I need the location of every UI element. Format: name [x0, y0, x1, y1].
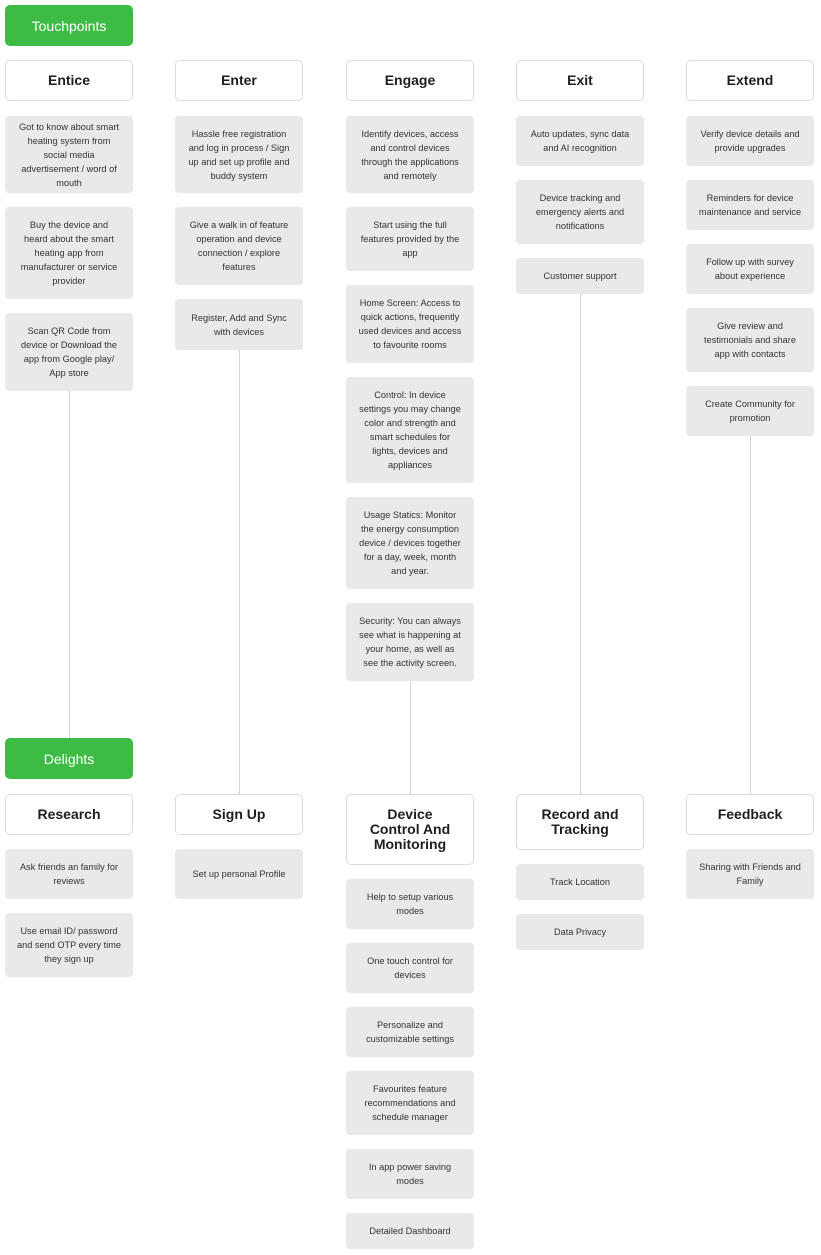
- connector-line-exit: [580, 294, 581, 794]
- touchpoint-card: Device tracking and emergency alerts and…: [516, 180, 644, 244]
- connector-line-engage: [410, 681, 411, 794]
- connector-line-entice: [69, 391, 70, 738]
- delight-header-device-control: Device Control And Monitoring: [346, 794, 474, 865]
- touchpoint-card: Home Screen: Access to quick actions, fr…: [346, 285, 474, 363]
- stage-header-extend: Extend: [686, 60, 814, 101]
- delight-card: Set up personal Profile: [175, 849, 303, 899]
- delight-card: Track Location: [516, 864, 644, 900]
- stage-header-enter: Enter: [175, 60, 303, 101]
- delight-card: Favourites feature recommendations and s…: [346, 1071, 474, 1135]
- touchpoint-card: Usage Statics: Monitor the energy consum…: [346, 497, 474, 589]
- touchpoint-card: Give a walk in of feature operation and …: [175, 207, 303, 285]
- delight-card: Data Privacy: [516, 914, 644, 950]
- touchpoint-card: Auto updates, sync data and AI recogniti…: [516, 116, 644, 166]
- touchpoint-card: Security: You can always see what is hap…: [346, 603, 474, 681]
- delight-header-record-tracking: Record and Tracking: [516, 794, 644, 850]
- stage-header-engage: Engage: [346, 60, 474, 101]
- delight-header-feedback: Feedback: [686, 794, 814, 835]
- touchpoint-card: Hassle free registration and log in proc…: [175, 116, 303, 193]
- delight-card: Ask friends an family for reviews: [5, 849, 133, 899]
- delight-header-research: Research: [5, 794, 133, 835]
- touchpoint-card: Verify device details and provide upgrad…: [686, 116, 814, 166]
- connector-line-enter: [239, 350, 240, 794]
- touchpoint-card: Scan QR Code from device or Download the…: [5, 313, 133, 391]
- touchpoint-card: Got to know about smart heating system f…: [5, 116, 133, 193]
- delight-header-sign-up: Sign Up: [175, 794, 303, 835]
- touchpoint-card: Give review and testimonials and share a…: [686, 308, 814, 372]
- touchpoint-card: Register, Add and Sync with devices: [175, 299, 303, 350]
- touchpoint-card: Buy the device and heard about the smart…: [5, 207, 133, 299]
- delights-label: Delights: [5, 738, 133, 779]
- touchpoint-card: Follow up with survey about experience: [686, 244, 814, 294]
- delight-card: Help to setup various modes: [346, 879, 474, 929]
- stage-header-exit: Exit: [516, 60, 644, 101]
- delight-card: Use email ID/ password and send OTP ever…: [5, 913, 133, 977]
- touchpoint-card: Customer support: [516, 258, 644, 294]
- delight-card: One touch control for devices: [346, 943, 474, 993]
- delight-card: Personalize and customizable settings: [346, 1007, 474, 1057]
- connector-line-extend: [750, 436, 751, 794]
- delight-card: Detailed Dashboard: [346, 1213, 474, 1249]
- touchpoint-card: Reminders for device maintenance and ser…: [686, 180, 814, 230]
- touchpoint-card: Control: In device settings you may chan…: [346, 377, 474, 483]
- delight-card: Sharing with Friends and Family: [686, 849, 814, 899]
- touchpoints-label: Touchpoints: [5, 5, 133, 46]
- delight-card: In app power saving modes: [346, 1149, 474, 1199]
- touchpoint-card: Create Community for promotion: [686, 386, 814, 436]
- touchpoint-card: Identify devices, access and control dev…: [346, 116, 474, 193]
- touchpoint-card: Start using the full features provided b…: [346, 207, 474, 271]
- stage-header-entice: Entice: [5, 60, 133, 101]
